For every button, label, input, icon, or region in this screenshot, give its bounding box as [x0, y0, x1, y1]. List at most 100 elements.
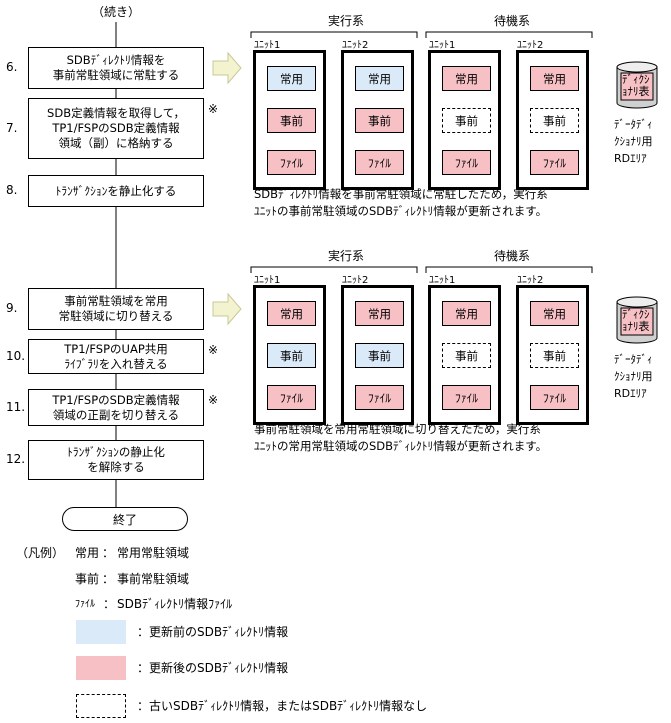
region-cell-after: 常用 — [530, 66, 579, 91]
block-arrow — [212, 51, 242, 85]
step-box: ﾄﾗﾝｻﾞｸｼｮﾝを静止化する — [28, 175, 204, 207]
step-text-line: SDBﾃﾞｨﾚｸﾄﾘ情報を — [66, 53, 166, 67]
region-cell-before: 常用 — [355, 66, 404, 91]
active-system-label: 実行系 — [327, 14, 364, 28]
legend-swatch-desc: ：更新前のSDBﾃﾞｨﾚｸﾄﾘ情報 — [137, 625, 289, 639]
db-caption-line: ｸｼｮﾅﾘ用 — [614, 370, 653, 383]
step-text-line: TP1/FSPのSDB定義情報 — [52, 392, 180, 407]
region-cell-after: ﾌｧｲﾙ — [530, 150, 579, 175]
step-text-line: SDB定義情報を取得して， — [47, 106, 185, 120]
step-text-line: 常駐領域に切り替える — [58, 309, 174, 323]
db-caption-line: RDｴﾘｱ — [614, 152, 647, 165]
note-mark: ※ — [208, 393, 219, 407]
step-number: 12. — [6, 452, 26, 466]
region-cell-after: ﾌｧｲﾙ — [442, 385, 491, 410]
step-text-line: ﾄﾗﾝｻﾞｸｼｮﾝの静止化 — [67, 445, 165, 459]
region-cell-after: 常用 — [442, 66, 491, 91]
active-system-label: 実行系 — [327, 249, 364, 263]
step-number: 7. — [6, 120, 18, 135]
region-cell-after: 常用 — [355, 301, 404, 326]
legend-swatch-desc: ：古いSDBﾃﾞｨﾚｸﾄﾘ情報，またはSDBﾃﾞｨﾚｸﾄﾘ情報なし — [137, 699, 428, 713]
unit-label: ﾕﾆｯﾄ2 — [342, 40, 369, 51]
description-line: SDBﾃﾞｨﾚｸﾄﾘ情報を事前常駐領域に常駐したため，実行系 — [254, 187, 548, 201]
note-mark: ※ — [208, 343, 219, 357]
region-cell-after: 常用 — [530, 301, 579, 326]
legend-swatch-desc: ：更新後のSDBﾃﾞｨﾚｸﾄﾘ情報 — [137, 661, 289, 675]
db-caption-line: ｸｼｮﾅﾘ用 — [614, 135, 653, 148]
region-cell-none: 事前 — [442, 108, 491, 133]
unit-box: 常用事前 ﾌｧｲﾙ — [341, 285, 414, 425]
unit-label: ﾕﾆｯﾄ1 — [254, 40, 281, 51]
unit-label: ﾕﾆｯﾄ2 — [517, 40, 544, 51]
db-caption-line: ﾃﾞｰﾀﾃﾞｨ — [614, 353, 653, 366]
region-cell-after: ﾌｧｲﾙ — [267, 385, 316, 410]
step-box: TP1/FSPのSDB定義情報領域の正副を切り替える — [28, 389, 204, 426]
unit-box: 常用事前ﾌｧｲﾙ — [253, 285, 326, 425]
legend-swatch-before — [76, 620, 126, 644]
unit-label: ﾕﾆｯﾄ1 — [429, 40, 456, 51]
unit-label: ﾕﾆｯﾄ2 — [517, 275, 544, 286]
db-label: ﾃﾞｨｸｼｮﾅﾘ表 — [622, 73, 650, 98]
region-cell-none: 事前 — [442, 343, 491, 368]
unit-box: 常用事前 ﾌｧｲﾙ — [428, 285, 501, 425]
description-line: ﾕﾆｯﾄの常用常駐領域のSDBﾃﾞｨﾚｸﾄﾘ情報が更新されます。 — [254, 439, 548, 453]
step-text-line: TP1/FSPのSDB定義情報 — [52, 121, 180, 135]
standby-system-label: 待機系 — [493, 14, 530, 28]
unit-box: 常用事前 ﾌｧｲﾙ — [253, 50, 326, 190]
step-text-line: TP1/FSPのUAP共用 — [64, 341, 168, 356]
step-number: 6. — [6, 60, 18, 74]
legend-swatch-none — [76, 694, 126, 718]
region-cell-after: 常用 — [442, 301, 491, 326]
step-number: 10. — [6, 348, 26, 363]
step-text-line: を解除する — [87, 460, 145, 474]
system-group-bracket — [250, 266, 418, 273]
region-cell-none: 事前 — [530, 108, 579, 133]
legend-term: 常用 — [75, 546, 100, 560]
db-caption-line: RDｴﾘｱ — [614, 387, 647, 400]
legend-desc: 事前常駐領域 — [117, 572, 190, 586]
system-group-bracket — [250, 31, 418, 38]
unit-box: 常用事前ﾌｧｲﾙ — [516, 285, 589, 425]
step-text-line: 事前常駐領域を常用 — [64, 294, 168, 308]
dictionary-table-db-icon — [615, 295, 659, 345]
dictionary-table-db-icon — [615, 60, 659, 110]
unit-label: ﾕﾆｯﾄ2 — [342, 275, 369, 286]
end-terminal: 終了 — [62, 507, 188, 531]
unit-box: 常用事前 ﾌｧｲﾙ — [516, 50, 589, 190]
step-number: 9. — [6, 301, 18, 315]
region-cell-after: ﾌｧｲﾙ — [355, 150, 404, 175]
unit-label: ﾕﾆｯﾄ1 — [429, 275, 456, 286]
standby-system-label: 待機系 — [493, 249, 530, 263]
step-box: SDB定義情報を取得して，TP1/FSPのSDB定義情報領域（副）に格納する — [28, 98, 204, 159]
step-text-line: 領域の正副を切り替える — [52, 407, 180, 422]
region-cell-none: 事前 — [530, 343, 579, 368]
note-mark: ※ — [208, 102, 219, 116]
legend-separator: ： — [103, 597, 116, 611]
region-cell-after: ﾌｧｲﾙ — [267, 150, 316, 175]
step-box: 事前常駐領域を常用常駐領域に切り替える — [28, 288, 204, 330]
legend-desc: 常用常駐領域 — [117, 546, 190, 560]
region-cell-after: 事前 — [267, 108, 316, 133]
region-cell-before: 常用 — [267, 66, 316, 91]
legend-separator: ： — [102, 546, 115, 560]
region-cell-after: 事前 — [355, 108, 404, 133]
region-cell-after: 常用 — [267, 301, 316, 326]
legend-term: 事前 — [75, 572, 100, 586]
block-arrow — [212, 292, 242, 326]
region-cell-after: ﾌｧｲﾙ — [355, 385, 404, 410]
step-box: SDBﾃﾞｨﾚｸﾄﾘ情報を事前常駐領域に常駐する — [28, 47, 204, 89]
step-number: 8. — [6, 183, 18, 197]
step-box: TP1/FSPのUAP共用ﾗｲﾌﾞﾗﾘを入れ替える — [28, 339, 204, 374]
legend-swatch-after — [76, 656, 126, 680]
step-number: 11. — [6, 399, 26, 414]
region-cell-before: 事前 — [355, 343, 404, 368]
unit-label: ﾕﾆｯﾄ1 — [254, 275, 281, 286]
system-group-bracket — [425, 266, 593, 273]
step-text-line: 事前常駐領域に常駐する — [52, 68, 180, 82]
unit-box: 常用事前 ﾌｧｲﾙ — [428, 50, 501, 190]
system-group-bracket — [425, 31, 593, 38]
continue-label: （続き） — [92, 5, 141, 19]
legend-desc: SDBﾃﾞｨﾚｸﾄﾘ情報ﾌｧｲﾙ — [117, 597, 233, 611]
region-cell-after: ﾌｧｲﾙ — [442, 150, 491, 175]
